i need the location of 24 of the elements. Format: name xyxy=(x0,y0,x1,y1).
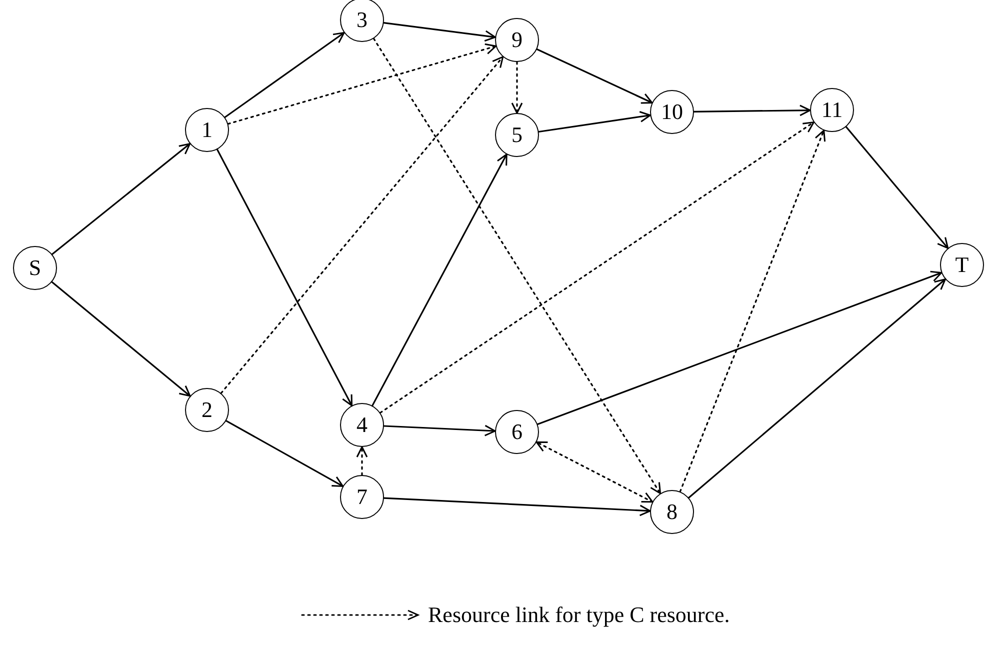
arrow xyxy=(216,148,353,406)
dotted-arrow xyxy=(356,446,368,476)
dotted-arrow xyxy=(536,441,654,503)
dotted-arrow xyxy=(220,56,504,394)
arrow xyxy=(51,281,191,397)
arrow xyxy=(536,270,942,426)
arrow xyxy=(383,497,651,516)
dotted-arrow xyxy=(679,130,826,492)
dotted-arrow xyxy=(511,61,523,114)
arrow xyxy=(383,424,496,436)
arrow xyxy=(372,154,508,406)
arrow xyxy=(383,22,496,42)
arrow xyxy=(536,48,653,104)
arrow xyxy=(688,278,946,499)
arrow xyxy=(845,126,949,249)
dotted-arrow xyxy=(379,121,815,414)
arrow xyxy=(224,32,345,118)
legend-text: Resource link for type C resource. xyxy=(428,601,730,629)
dotted-arrow xyxy=(372,38,662,494)
arrow xyxy=(538,111,652,133)
arrow xyxy=(693,104,811,116)
arrow xyxy=(225,420,344,488)
arrow xyxy=(51,142,191,256)
dotted-arrow xyxy=(227,43,497,125)
